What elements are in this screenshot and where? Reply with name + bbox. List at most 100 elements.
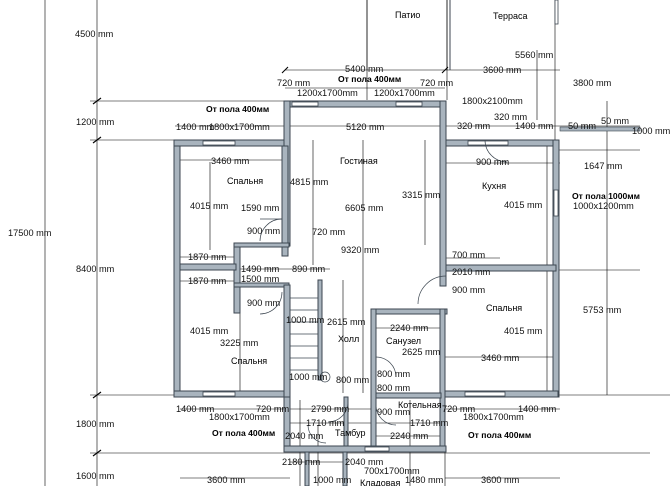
dim-label: 1500 mm	[241, 274, 280, 284]
dim-label: 720 mm	[277, 78, 311, 88]
note-floor-top: От пола 400мм	[338, 74, 401, 84]
dim-label: 900 mm	[452, 285, 486, 295]
window-bedroom-right	[464, 391, 506, 397]
dim-label: 2240 mm	[390, 323, 429, 333]
dim-label: 1710 mm	[410, 418, 449, 428]
staircase	[290, 297, 331, 383]
dim-label: 1400 mm	[176, 404, 215, 414]
dim-label: 1200 mm	[76, 117, 115, 127]
dim-label: 1400 mm	[515, 121, 554, 131]
dim-label: 2790 mm	[311, 404, 350, 414]
dim-label: 3315 mm	[402, 190, 441, 200]
window-living-2	[395, 101, 423, 107]
dim-label: 720 mm	[420, 78, 454, 88]
dim-label: 1590 mm	[241, 203, 280, 213]
dim-label: 720 mm	[442, 404, 476, 414]
dim-label: 900 mm	[247, 226, 281, 236]
window-bedroom-top	[202, 140, 236, 146]
dim-label: 720 mm	[256, 404, 290, 414]
dim-label: 800 mm	[377, 383, 411, 393]
dim-label: 1870 mm	[188, 252, 227, 262]
room-bathroom: Санузел	[386, 336, 421, 346]
dim-label: 1200x1700mm	[297, 88, 358, 98]
note-floor-right: От пола 1000мм	[572, 191, 640, 201]
dim-label: 4015 mm	[190, 326, 229, 336]
dim-label: 50 mm	[601, 116, 629, 126]
dim-label: 5753 mm	[583, 305, 622, 315]
doors	[259, 139, 508, 444]
room-bedroom-left-top: Спальня	[227, 176, 263, 186]
dim-label: 1000 mm	[286, 315, 325, 325]
dim-label: 5560 mm	[515, 50, 554, 60]
dim-label: 700x1700mm	[364, 466, 420, 476]
dim-label: 50 mm	[568, 121, 596, 131]
dim-label: 2180 mm	[282, 457, 321, 467]
window-kitchen-side	[553, 189, 559, 217]
dim-label: 1800x2100mm	[462, 96, 523, 106]
dim-label: 3225 mm	[220, 338, 259, 348]
dimension-labels: 4500 mm 1200 mm 17500 mm 8400 mm 1800 mm…	[8, 29, 670, 485]
dim-label: 1490 mm	[241, 264, 280, 274]
dim-label: 5400 mm	[345, 64, 384, 74]
room-bottom: Кладовая	[360, 478, 400, 486]
room-hall: Холл	[338, 334, 359, 344]
dim-label: 1600 mm	[76, 471, 115, 481]
dim-label: 890 mm	[292, 264, 326, 274]
dim-label: 1000x1200mm	[573, 201, 634, 211]
note-floor-bottom-right: От пола 400мм	[468, 430, 531, 440]
dim-label: 4815 mm	[290, 177, 329, 187]
dim-label: 1400 mm	[176, 122, 215, 132]
room-labels: Патио Терраса Гостиная Спальня Кухня Спа…	[227, 10, 528, 486]
dim-label: 900 mm	[247, 298, 281, 308]
room-bedroom-right: Спальня	[486, 303, 522, 313]
room-boiler: Котельная	[398, 400, 442, 410]
dim-label: 1000 mm	[632, 126, 670, 136]
dim-label: 2040 mm	[285, 431, 324, 441]
dim-label: 3600 mm	[483, 65, 522, 75]
dim-label: 800 mm	[377, 369, 411, 379]
dim-label: 2240 mm	[390, 431, 429, 441]
dim-label: 2010 mm	[452, 267, 491, 277]
note-floor-left: От пола 400мм	[206, 104, 269, 114]
dim-label: 1800x1700mm	[209, 122, 270, 132]
window-living-1	[291, 101, 319, 107]
room-kitchen: Кухня	[482, 181, 506, 191]
room-vestibule: Тамбур	[335, 428, 366, 438]
dim-label: 1200x1700mm	[374, 88, 435, 98]
room-bedroom-left-bottom: Спальня	[231, 356, 267, 366]
dim-label: 1870 mm	[188, 276, 227, 286]
room-living: Гостиная	[340, 156, 378, 166]
dim-label: 700 mm	[452, 250, 486, 260]
dim-label: 4015 mm	[504, 200, 543, 210]
dim-label: 3600 mm	[481, 475, 520, 485]
dim-label: 8400 mm	[76, 264, 115, 274]
dim-label: 3460 mm	[481, 353, 520, 363]
dim-label: 4015 mm	[504, 326, 543, 336]
room-terrace: Терраса	[493, 11, 528, 21]
window-bottom	[364, 446, 390, 452]
dim-label: 9320 mm	[341, 245, 380, 255]
dim-label: 1800 mm	[76, 419, 115, 429]
dim-label: 800 mm	[336, 375, 370, 385]
dim-label: 900 mm	[476, 157, 510, 167]
dim-label: 2625 mm	[402, 347, 441, 357]
dim-label: 3600 mm	[207, 475, 246, 485]
dim-label: 720 mm	[312, 227, 346, 237]
dim-label: 17500 mm	[8, 228, 52, 238]
dim-label: 4015 mm	[190, 201, 229, 211]
floor-notes: От пола 400мм От пола 400мм От пола 1000…	[206, 74, 640, 440]
dim-label: 1000 mm	[313, 475, 352, 485]
dim-label: 1480 mm	[405, 475, 444, 485]
dim-label: 6605 mm	[345, 203, 384, 213]
dimension-lines	[44, 0, 670, 486]
dim-label: 1400 mm	[518, 404, 557, 414]
dim-label: 1000 mm	[289, 372, 328, 382]
dim-label: 1800x1700mm	[463, 412, 524, 422]
dim-label: 320 mm	[494, 112, 528, 122]
room-patio: Патио	[395, 10, 420, 20]
note-floor-bottom-left: От пола 400мм	[212, 428, 275, 438]
dim-label: 5120 mm	[346, 122, 385, 132]
window-kitchen	[467, 140, 509, 146]
dim-label: 3800 mm	[573, 78, 612, 88]
